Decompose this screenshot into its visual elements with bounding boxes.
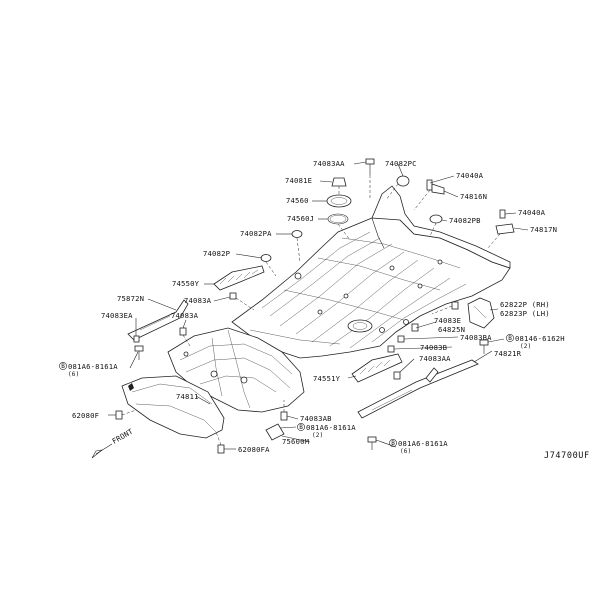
front-label: FRONT (111, 426, 136, 445)
label-74560: 74560 (286, 196, 309, 205)
bracket-74817n (487, 209, 515, 249)
leader-lines (108, 161, 529, 450)
grommet-74082p (260, 254, 277, 277)
label-081a6-mid: B 081A6-8161A (2) (297, 423, 356, 439)
label-74083aa-top: 74083AA (313, 159, 345, 168)
bolt-symbol: B (299, 424, 303, 431)
part-labels: 74083AA 74082PC 74081E 74040A 74816N 745… (59, 159, 565, 455)
label-74081e: 74081E (285, 176, 312, 185)
svg-text:(2): (2) (312, 432, 323, 439)
label-74811: 74811 (176, 392, 199, 401)
label-74082pb: 74082PB (449, 216, 481, 225)
bolt-081a6-low (367, 436, 377, 450)
label-75600m: 75600M (282, 437, 310, 446)
bolt-symbol: B (391, 440, 395, 447)
clip-74083ea (133, 335, 140, 343)
plug-74081e (331, 177, 347, 194)
clip-74083aa-low (393, 371, 401, 380)
label-62823p: 62823P (LH) (500, 309, 550, 318)
bracket-62822p (467, 297, 495, 329)
bracket-74816n (413, 179, 445, 211)
label-74083a-left: 74083A (171, 311, 199, 320)
label-74550y: 74550Y (172, 279, 200, 288)
svg-text:(6): (6) (68, 371, 79, 378)
clip-62080f (115, 409, 137, 420)
label-74083ba: 74083BA (460, 333, 492, 342)
bolt-symbol: B (61, 363, 65, 370)
clip-74083ba (387, 335, 405, 353)
label-081a6-low: B 081A6-8161A (6) (389, 439, 448, 455)
label-74040a-top: 74040A (456, 171, 484, 180)
label-75872n: 75872N (117, 294, 144, 303)
svg-text:08146-6162H: 08146-6162H (515, 334, 565, 343)
label-74082p: 74082P (203, 249, 230, 258)
front-direction-indicator: FRONT (91, 426, 136, 459)
label-74817n: 74817N (530, 225, 557, 234)
clip-74083a-mid (229, 292, 255, 311)
bracket-75600m (265, 423, 285, 441)
label-081a6-left: B 081A6-8161A (6) (59, 362, 118, 378)
undercover-74811 (121, 375, 225, 439)
label-74040a-right: 74040A (518, 208, 546, 217)
label-74560j: 74560J (287, 214, 314, 223)
insulator-74550y (213, 265, 265, 291)
label-74083b: 74083B (420, 343, 447, 352)
grommet-74082pb (429, 214, 443, 237)
floor-panel (231, 185, 511, 359)
label-74821r: 74821R (494, 349, 522, 358)
label-62822p: 62822P (RH) (500, 300, 550, 309)
svg-text:081A6-8161A: 081A6-8161A (306, 423, 356, 432)
label-74083aa-low: 74083AA (419, 354, 451, 363)
bolt-symbol: B (508, 335, 512, 342)
label-74082pa: 74082PA (240, 229, 272, 238)
label-64825n: 64825N (438, 325, 465, 334)
svg-text:(2): (2) (520, 343, 531, 350)
label-74083ab: 74083AB (300, 414, 332, 423)
label-08146: B 08146-6162H (2) (506, 334, 565, 350)
label-62080fa: 62080FA (238, 445, 270, 454)
rail-75872n (127, 299, 189, 341)
label-62080f: 62080F (72, 411, 99, 420)
label-74816n: 74816N (460, 192, 487, 201)
insulator-74551y (351, 353, 403, 383)
label-74083e: 74083E (434, 316, 461, 325)
svg-text:081A6-8161A: 081A6-8161A (398, 439, 448, 448)
clip-62080fa (215, 431, 225, 454)
clip-74083e (431, 301, 459, 315)
svg-text:081A6-8161A: 081A6-8161A (68, 362, 118, 371)
svg-text:(6): (6) (400, 448, 411, 455)
label-74083a-mid: 74083A (184, 296, 212, 305)
seal-74560 (326, 194, 352, 208)
label-74551y: 74551Y (313, 374, 341, 383)
bolt-74083aa-top (365, 158, 375, 200)
bolt-08146 (479, 339, 489, 354)
label-74083ea: 74083EA (101, 311, 133, 320)
diagram-reference-code: J74700UF (544, 451, 590, 461)
label-74082pc: 74082PC (385, 159, 417, 168)
bolt-081a6-left (134, 345, 144, 360)
rail-74821r (357, 359, 479, 419)
grommet-74082pa (291, 230, 303, 263)
